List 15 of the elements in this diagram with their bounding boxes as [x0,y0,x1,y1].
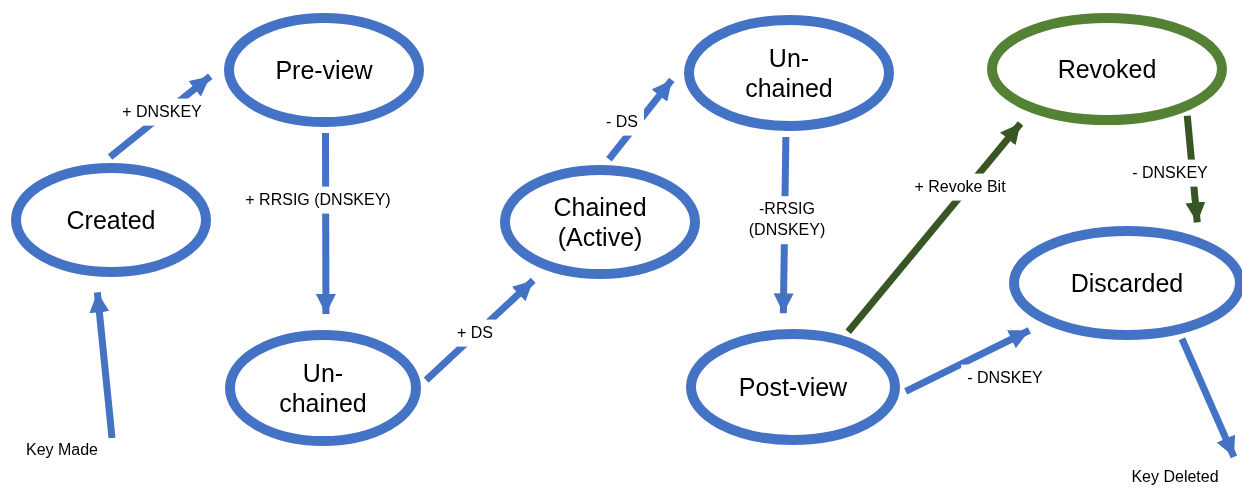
endpoint-label: Key Deleted [1131,467,1219,487]
arrow [89,291,116,439]
arrow [315,132,336,315]
state-label: Created [66,205,156,235]
endpoint-label: Key Made [25,440,98,460]
state-label: Pre-view [275,55,373,85]
arrow [845,121,1024,334]
state-label: Un- chained [278,358,368,418]
arrow [1178,337,1238,459]
state-label: Un- chained [744,43,834,103]
state-label: Post-view [738,372,848,402]
state-label: Discarded [1070,268,1184,298]
state-label: Revoked [1057,54,1157,84]
state-label: Chained (Active) [552,192,648,252]
arrow [904,327,1031,395]
